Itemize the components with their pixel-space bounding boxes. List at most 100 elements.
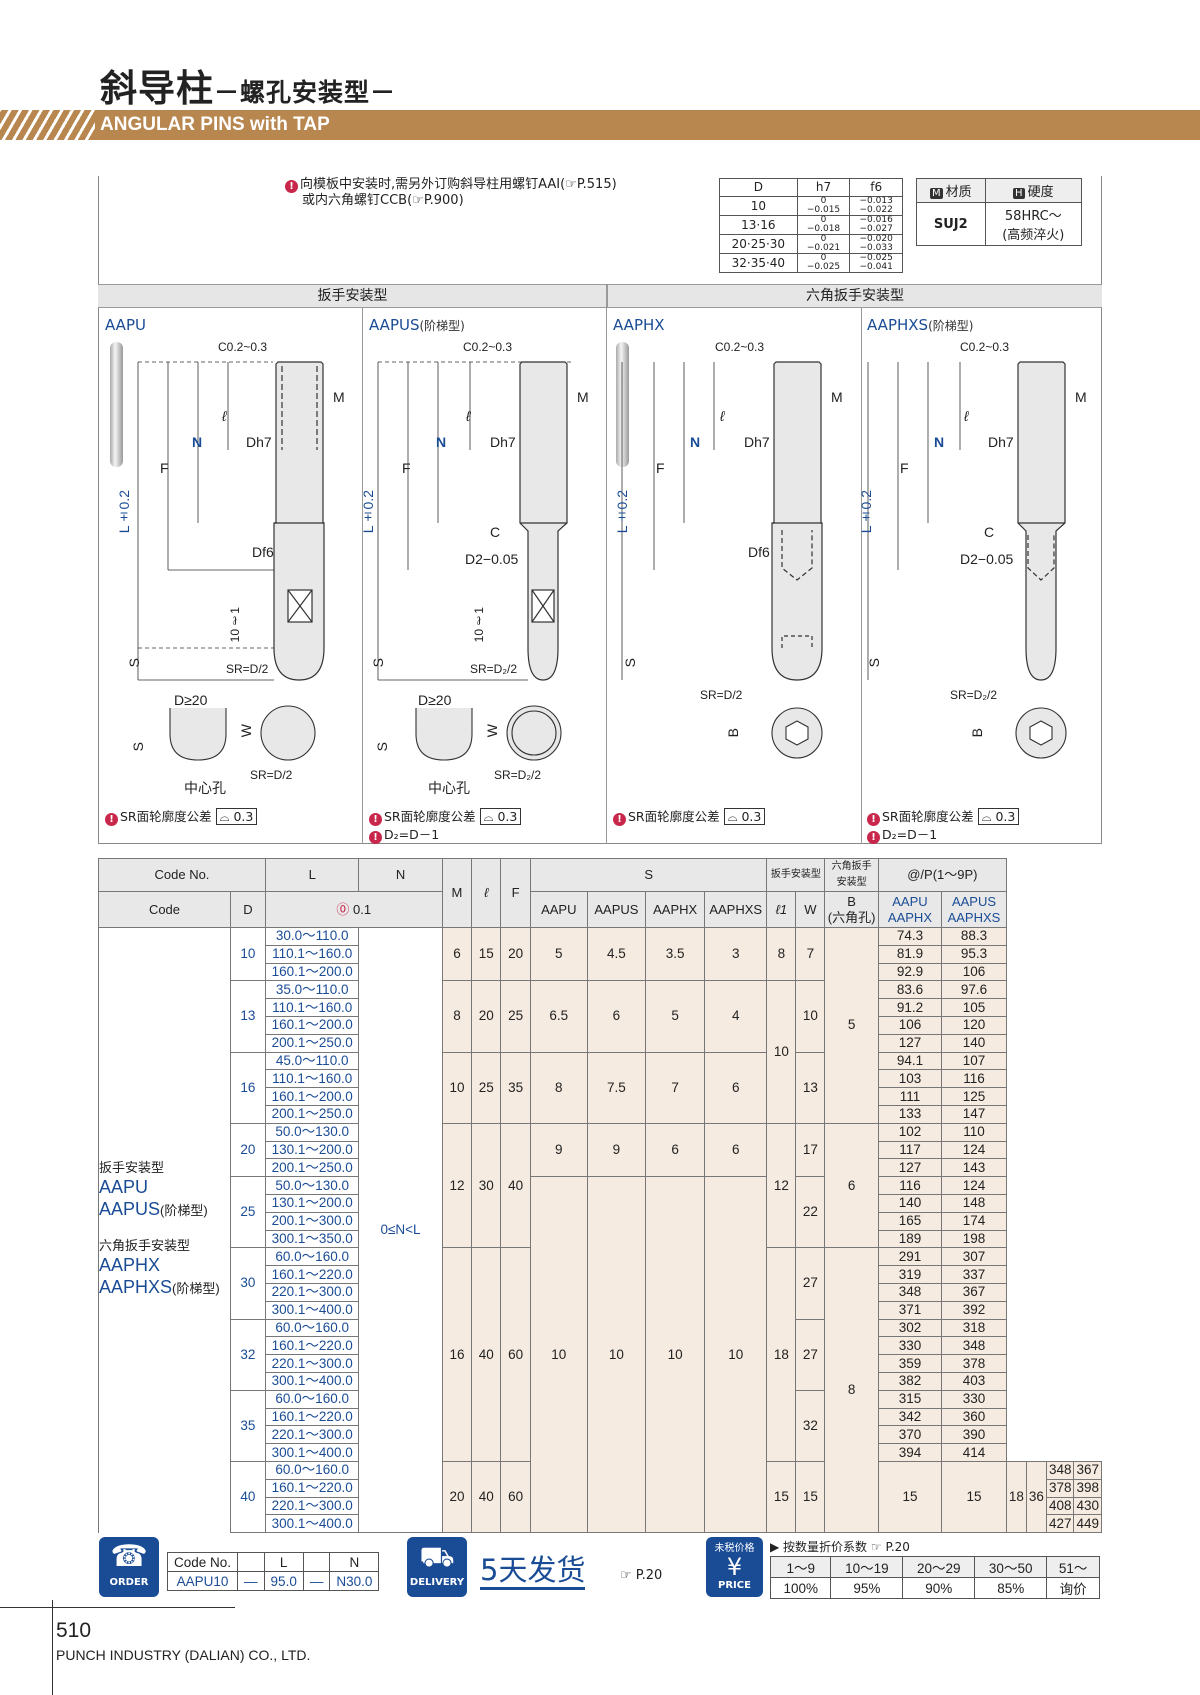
hatch-decoration (0, 110, 95, 140)
tolerance-box: ⌓ 0.3 (723, 808, 766, 825)
dim-label: ℓ (720, 408, 725, 424)
dim-label: Df6 (748, 544, 770, 560)
info-icon: ! (285, 180, 298, 193)
dim-label: SR=D/2 (226, 662, 269, 676)
info-icon: ! (369, 831, 382, 844)
profile-tolerance-note: !SR面轮廓度公差 ⌓ 0.3 (867, 806, 1020, 826)
page-number: 510 (56, 1619, 92, 1642)
tolerance-box: ⌓ 0.3 (215, 808, 258, 825)
dim-label: ℓ (964, 408, 969, 424)
dim-label: L±0.2 (614, 490, 630, 534)
profile-tolerance-note: !SR面轮廓度公差 ⌓ 0.3 (613, 806, 766, 826)
price-icon: 未税价格¥PRICE (706, 1537, 763, 1597)
pin-drawings (110, 342, 1067, 761)
dim-label: W (238, 724, 254, 738)
profile-tolerance-note: !SR面轮廓度公差 ⌓ 0.3 (105, 806, 258, 826)
dim-label: Dh7 (988, 434, 1014, 450)
dim-label: Dh7 (744, 434, 770, 450)
info-icon: ! (369, 813, 382, 826)
dim-label: N (690, 434, 701, 450)
dim-label: 10 (472, 629, 486, 643)
info-icon: ! (613, 813, 626, 826)
dim-label: C0.2~0.3 (960, 340, 1010, 354)
dim-label: 10 (228, 629, 242, 643)
dim-label: ℓ1 (228, 607, 242, 628)
header-band: ANGULAR PINS with TAP (0, 110, 1200, 140)
material-badge: M (929, 188, 943, 199)
ref-icon: ☞ (565, 177, 577, 192)
dim-label: S (126, 658, 142, 668)
delivery-text: 5天发货 (480, 1553, 586, 1590)
dim-label: S (866, 658, 882, 668)
divider (861, 308, 862, 844)
footer-rule (0, 1607, 235, 1608)
hardness-badge: H (1013, 188, 1025, 199)
dim-label: Dh7 (490, 434, 516, 450)
dim-label: N (192, 434, 203, 450)
dim-label: F (900, 460, 909, 476)
dim-label: SR=D/2 (700, 688, 743, 702)
info-icon: ! (867, 831, 880, 844)
pin-photo (616, 342, 629, 467)
page-title: 斜导柱－螺孔安装型－ (100, 67, 397, 110)
increment-icon: ⓪ (336, 901, 350, 917)
info-icon: ! (105, 813, 118, 826)
dim-label: L±0.2 (858, 490, 874, 534)
dim-label: B (969, 728, 985, 738)
dim-label: F (656, 460, 665, 476)
company-name: PUNCH INDUSTRY (DALIAN) CO., LTD. (56, 1647, 311, 1663)
center-hole-label: 中心孔 (428, 781, 470, 797)
pin-aapus (519, 361, 568, 681)
section-hex: 六角扳手安装型 (607, 284, 1102, 308)
dim-label: S (374, 742, 390, 752)
dim-label: W (484, 724, 500, 738)
dim-label: L±0.2 (116, 490, 132, 534)
dim-label: SR=D₂/2 (494, 768, 542, 782)
col-header: D (719, 178, 798, 197)
dim-label: Dh7 (246, 434, 272, 450)
dim-label: M (577, 389, 589, 405)
divider (362, 308, 363, 844)
pin-aaphx (771, 361, 823, 681)
profile-tolerance-note: !SR面轮廓度公差 ⌓ 0.3 (369, 806, 522, 826)
dim-label: N (436, 434, 447, 450)
dim-label: SR=D/2 (250, 768, 293, 782)
dim-label: SR=D₂/2 (950, 688, 998, 702)
section-wrench: 扳手安装型 (98, 284, 607, 308)
dim-label: F (402, 460, 411, 476)
delivery-icon: ⛟DELIVERY (407, 1537, 467, 1597)
col-header: f6 (849, 178, 903, 197)
dim-label: C (490, 524, 501, 540)
dim-label: S (130, 742, 146, 752)
diagram-title-aaphxs: AAPHXS(阶梯型) (867, 316, 974, 334)
dim-label: S (370, 658, 386, 668)
tolerance-box: ⌓ 0.3 (479, 808, 522, 825)
center-hole-label: 中心孔 (184, 781, 226, 797)
dim-label: M (831, 389, 843, 405)
diagram-title-aaphx: AAPHX (613, 316, 665, 334)
dim-label: M (1075, 389, 1087, 405)
dim-label: C (984, 524, 995, 540)
dim-label: Df6 (252, 544, 274, 560)
dim-label: B (725, 728, 741, 738)
material-value: SUJ2 (916, 202, 986, 246)
dim-label: C0.2~0.3 (463, 340, 513, 354)
